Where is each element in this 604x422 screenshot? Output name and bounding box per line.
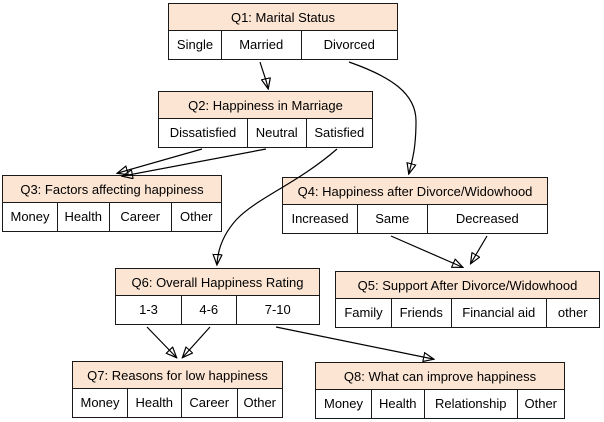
- edge-decreased-to-q5: [471, 235, 488, 263]
- option-money: Money: [2, 201, 58, 232]
- edge-neutral-to-q3: [123, 148, 267, 176]
- node-q6-overall-happiness-rating: Q6: Overall Happiness Rating 1-3 4-6 7-1…: [115, 268, 320, 325]
- option-single: Single: [168, 29, 222, 60]
- option-family: Family: [335, 297, 392, 328]
- node-q1-options: Single Married Divorced: [168, 29, 398, 60]
- option-neutral: Neutral: [246, 117, 307, 148]
- option-other: other: [545, 297, 600, 328]
- option-other: Other: [516, 388, 565, 419]
- option-increased: Increased: [282, 203, 358, 234]
- option-same: Same: [356, 203, 428, 234]
- node-q5-title: Q5: Support After Divorce/Widowhood: [335, 271, 600, 299]
- node-q7-title: Q7: Reasons for low happiness: [72, 361, 283, 389]
- option-relationship: Relationship: [423, 388, 518, 419]
- option-decreased: Decreased: [426, 203, 548, 234]
- node-q4-happiness-after-divorce: Q4: Happiness after Divorce/Widowhood In…: [282, 177, 548, 234]
- edge-same-to-q5: [390, 235, 462, 267]
- edge-1-3-to-q7: [146, 326, 176, 357]
- node-q8-title: Q8: What can improve happiness: [315, 362, 565, 390]
- option-health: Health: [126, 387, 182, 418]
- option-married: Married: [220, 29, 302, 60]
- edge-married-to-q2: [259, 61, 268, 88]
- option-money: Money: [72, 387, 128, 418]
- option-divorced: Divorced: [300, 29, 398, 60]
- node-q6-title: Q6: Overall Happiness Rating: [115, 268, 320, 296]
- option-health: Health: [370, 388, 425, 419]
- node-q8-what-can-improve-happiness: Q8: What can improve happiness Money Hea…: [315, 362, 565, 419]
- edge-dissatisfied-to-q3: [118, 148, 203, 173]
- option-other: Other: [170, 201, 222, 232]
- node-q5-support-after-divorce: Q5: Support After Divorce/Widowhood Fami…: [335, 271, 600, 328]
- option-1-3: 1-3: [115, 294, 182, 325]
- node-q3-title: Q3: Factors affecting happiness: [2, 175, 222, 203]
- option-dissatisfied: Dissatisfied: [158, 117, 248, 148]
- node-q2-title: Q2: Happiness in Marriage: [158, 91, 373, 119]
- node-q7-reasons-for-low-happiness: Q7: Reasons for low happiness Money Heal…: [72, 361, 283, 418]
- option-7-10: 7-10: [235, 294, 320, 325]
- edge-7-10-to-q8: [275, 326, 433, 359]
- edge-4-6-to-q7: [183, 326, 211, 357]
- option-career: Career: [108, 201, 172, 232]
- option-health: Health: [56, 201, 110, 232]
- option-satisfied: Satisfied: [305, 117, 373, 148]
- node-q5-options: Family Friends Financial aid other: [335, 297, 600, 328]
- option-financial-aid: Financial aid: [450, 297, 547, 328]
- node-q3-options: Money Health Career Other: [2, 201, 222, 232]
- option-money: Money: [315, 388, 372, 419]
- option-friends: Friends: [390, 297, 452, 328]
- node-q4-title: Q4: Happiness after Divorce/Widowhood: [282, 177, 548, 205]
- node-q2-options: Dissatisfied Neutral Satisfied: [158, 117, 373, 148]
- node-q1-marital-status: Q1: Marital Status Single Married Divorc…: [168, 3, 398, 60]
- option-career: Career: [180, 387, 238, 418]
- node-q6-options: 1-3 4-6 7-10: [115, 294, 320, 325]
- option-other: Other: [236, 387, 283, 418]
- node-q2-happiness-in-marriage: Q2: Happiness in Marriage Dissatisfied N…: [158, 91, 373, 148]
- node-q4-options: Increased Same Decreased: [282, 203, 548, 234]
- option-4-6: 4-6: [180, 294, 237, 325]
- node-q8-options: Money Health Relationship Other: [315, 388, 565, 419]
- node-q1-title: Q1: Marital Status: [168, 3, 398, 31]
- node-q3-factors-affecting-happiness: Q3: Factors affecting happiness Money He…: [2, 175, 222, 232]
- node-q7-options: Money Health Career Other: [72, 387, 283, 418]
